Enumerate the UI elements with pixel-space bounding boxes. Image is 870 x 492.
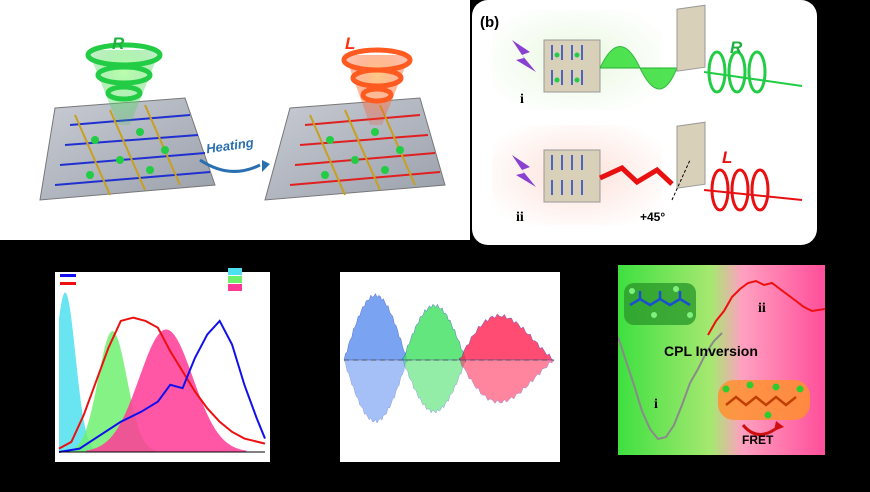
row-label-i: i (520, 92, 524, 107)
legend-swatch-2 (228, 284, 242, 291)
uv-bolt-icon-2 (512, 155, 536, 187)
cpl-inversion-label: CPL Inversion (664, 343, 758, 359)
spectra-chart (58, 292, 266, 453)
positive-band-2 (459, 313, 555, 361)
panel-e (340, 272, 560, 462)
panel-b: (b) (472, 0, 817, 245)
negative-band-2 (459, 358, 555, 404)
emission-band-0 (59, 292, 97, 452)
molecule-array-right (289, 104, 441, 196)
molecule-array-left (54, 104, 211, 196)
legend-line-1 (60, 282, 76, 285)
fret-label: FRET (742, 433, 774, 447)
positive-band-0 (343, 293, 408, 362)
handedness-label-right: L (345, 34, 356, 53)
panel-b-label: (b) (480, 14, 500, 31)
negative-band-0 (343, 359, 408, 424)
legend-swatch-1 (228, 276, 242, 283)
panel-c (55, 272, 270, 462)
trace-label-ii: ii (758, 301, 766, 316)
uv-bolt-icon (512, 40, 536, 72)
panel-b-illustration (492, 4, 803, 225)
panel-a-illustration (39, 42, 446, 201)
heating-arrow (199, 158, 261, 173)
spiral-light-left (85, 42, 163, 125)
positive-band-1 (402, 303, 466, 362)
handedness-label-b-ii: L (722, 148, 733, 167)
spectrum-line-1 (58, 319, 266, 453)
panel-a: R L Heating (0, 0, 470, 240)
rotation-angle-label: +45° (640, 210, 666, 224)
spiral-light-right (341, 47, 413, 125)
trace-label-i: i (654, 397, 658, 412)
legend-line-0 (60, 274, 76, 277)
trace-i (617, 332, 723, 441)
panel-d-illustration (617, 279, 826, 441)
legend-swatch-0 (228, 268, 242, 275)
spectrum-line-0 (58, 316, 266, 450)
trace-ii (707, 279, 826, 336)
handedness-label-b-i: R (730, 38, 743, 57)
handedness-label-left: R (112, 34, 125, 53)
row-label-ii: ii (516, 210, 524, 225)
panel-d: CPL Inversion i ii FRET (617, 265, 826, 455)
negative-band-1 (402, 358, 466, 414)
mirror-chart (343, 293, 555, 424)
